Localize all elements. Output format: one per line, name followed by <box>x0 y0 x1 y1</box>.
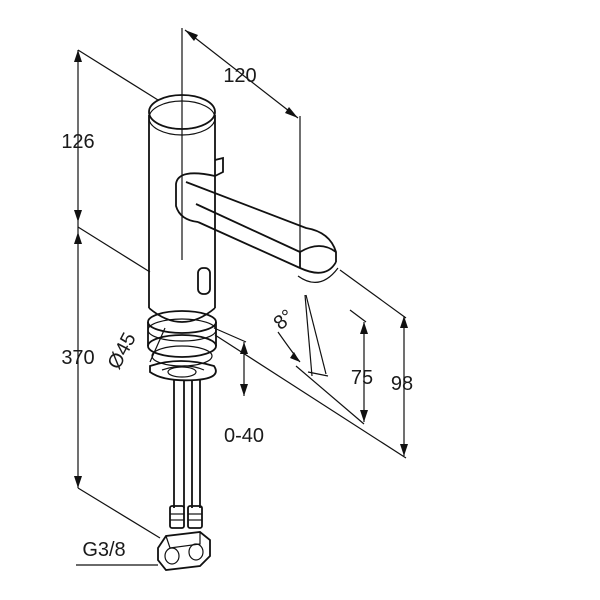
angle-indicator <box>277 294 329 377</box>
spout-height-label: 75 <box>351 367 373 389</box>
right-dimension-lines <box>214 269 408 459</box>
spout-reach-label: 120 <box>223 65 256 87</box>
faucet-spout <box>175 156 339 283</box>
left-dimension-line <box>74 49 161 539</box>
angle-label: 8° <box>270 305 299 334</box>
total-height-label: 370 <box>61 347 94 369</box>
outlet-height-label: 98 <box>391 373 413 395</box>
thread-label: G3/8 <box>82 539 125 561</box>
adjust-range-dimension <box>213 327 248 396</box>
mounting-nuts <box>147 310 217 382</box>
top-height-label: 126 <box>61 131 94 153</box>
supply-hoses <box>157 380 211 571</box>
adjust-range-label: 0-40 <box>224 425 264 447</box>
top-dimension-line <box>181 28 301 262</box>
faucet-body <box>148 94 216 323</box>
diameter-label: Ø45 <box>104 329 141 373</box>
